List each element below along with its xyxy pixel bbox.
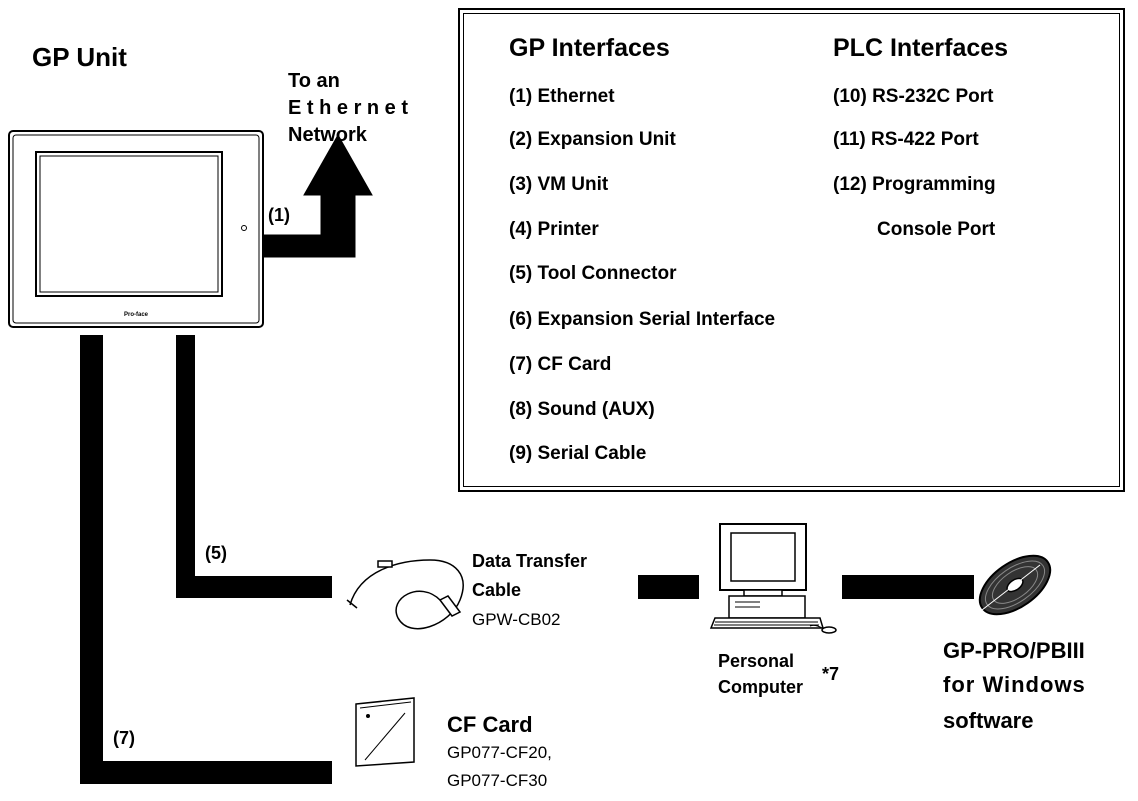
pc-label-line2: Computer: [718, 677, 803, 697]
pc-to-software-connection: [842, 575, 974, 599]
cable-to-pc-connection: [638, 575, 699, 599]
software-label-line1: GP-PRO/PBIII: [943, 638, 1085, 663]
cf-card-name: CF Card: [447, 712, 533, 737]
gp-unit-title: GP Unit: [32, 42, 127, 72]
cable-model: GPW-CB02: [472, 610, 561, 629]
plc-interface-item: (11) RS-422 Port: [833, 129, 979, 150]
network-label-line3: Network: [288, 124, 367, 146]
network-label-line1: To an: [288, 70, 340, 92]
gp-interface-item: (3) VM Unit: [509, 174, 609, 195]
tool-connector-port-label: (5): [205, 543, 227, 563]
ethernet-connection: [262, 133, 373, 258]
brand-logo: Pro-face: [124, 312, 149, 318]
cf-card-model-1: GP077-CF20,: [447, 743, 552, 762]
cf-card-port-label: (7): [113, 728, 135, 748]
gp-interface-item: (5) Tool Connector: [509, 263, 677, 284]
cf-card-icon: [355, 697, 415, 767]
gp-interface-item: (8) Sound (AUX): [509, 399, 655, 420]
gp-interface-item: (6) Expansion Serial Interface: [509, 309, 776, 330]
cable-name-line1: Data Transfer: [472, 551, 588, 571]
gp-interface-item: (2) Expansion Unit: [509, 129, 676, 150]
interfaces-box-inner-border: [463, 13, 1120, 487]
gp-interfaces-heading: GP Interfaces: [509, 34, 670, 62]
gp-interface-item: (4) Printer: [509, 219, 599, 240]
ethernet-port-label: (1): [268, 205, 290, 225]
gp-unit-device: [8, 130, 264, 328]
plc-interface-item: (12) Programming: [833, 174, 996, 195]
interfaces-box: [458, 8, 1125, 492]
gp-interface-item: (7) CF Card: [509, 354, 612, 375]
plc-interface-item: Console Port: [877, 219, 996, 240]
pc-label-line1: Personal: [718, 651, 795, 671]
software-label-line3: software: [943, 708, 1034, 733]
gp-interface-item: (9) Serial Cable: [509, 443, 647, 464]
personal-computer-icon: [709, 523, 837, 634]
plc-interfaces-heading: PLC Interfaces: [833, 34, 1009, 62]
pc-footnote: *7: [822, 664, 840, 684]
data-transfer-cable-icon: [346, 559, 464, 630]
software-disc-icon: [978, 554, 1052, 616]
cable-name-line2: Cable: [472, 580, 522, 600]
gp-interface-item: (1) Ethernet: [509, 86, 615, 107]
cf-card-model-2: GP077-CF30: [447, 771, 548, 790]
network-label-line2: E t h e r n e t: [288, 97, 409, 119]
tool-connector-connection: [176, 335, 332, 598]
plc-interface-item: (10) RS-232C Port: [833, 86, 994, 107]
software-label-line2: for Windows: [943, 672, 1086, 697]
